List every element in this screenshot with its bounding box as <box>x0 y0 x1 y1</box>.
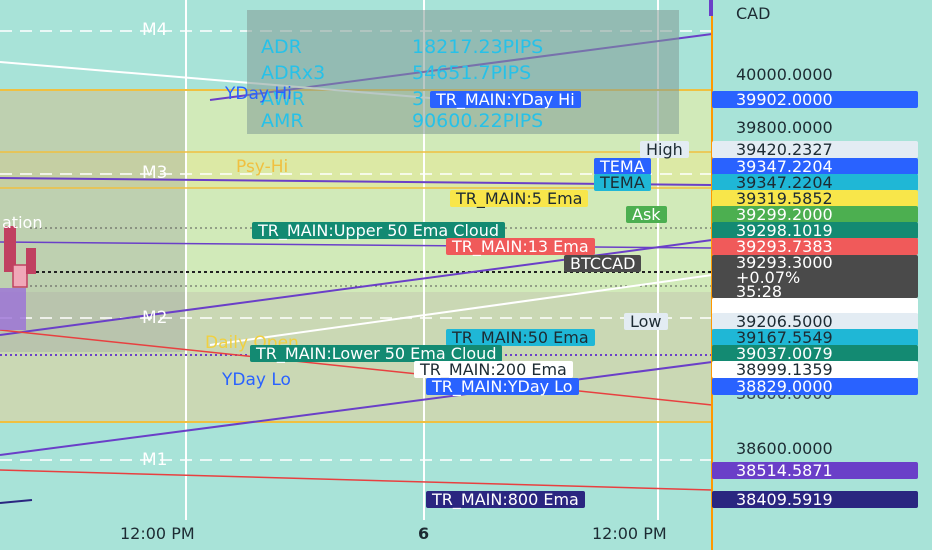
adr-label: ADR <box>261 36 302 58</box>
y-tick: 39800.0000 <box>736 118 833 137</box>
tag-low: Low <box>624 313 668 330</box>
price-5-ema: 39319.5852 <box>712 190 918 207</box>
trend-line-purple-low <box>0 361 713 456</box>
tag-lower-cloud: TR_MAIN:Lower 50 Ema Cloud <box>250 345 503 362</box>
tag-high: High <box>640 141 689 158</box>
price-last: 39293.3000 +0.07% 35:28 <box>712 253 918 301</box>
price-800-ema: 38409.5919 <box>712 491 918 508</box>
candles-shade <box>0 90 185 352</box>
candle <box>4 226 16 272</box>
candle <box>26 248 36 274</box>
tag-13-ema: TR_MAIN:13 Ema <box>446 238 595 255</box>
volume-bar <box>0 288 26 330</box>
psy-hi-label: Psy-Hi <box>236 157 289 177</box>
x-tick: 12:00 PM <box>120 524 195 543</box>
tag-upper-cloud: TR_MAIN:Upper 50 Ema Cloud <box>252 222 505 239</box>
amr-label: AMR <box>261 110 304 132</box>
tag-symbol: BTCCAD <box>564 255 642 272</box>
trend-line-blue-low <box>0 499 33 504</box>
price-200-ema: 38999.1359 <box>712 361 918 378</box>
amr-value: 90600.22PIPS <box>412 110 544 132</box>
trend-line-red-low <box>0 469 713 491</box>
price-purple-tag: 38514.5871 <box>712 462 918 479</box>
awr-label: AWR <box>261 88 305 110</box>
price-axis-top-mark <box>709 0 713 16</box>
tag-tema-2: TEMA <box>594 174 651 191</box>
price-tema: 39347.2204 <box>712 158 918 175</box>
tag-tema: TEMA <box>594 158 651 175</box>
m1-label: M1 <box>142 450 168 470</box>
tag-200-ema: TR_MAIN:200 Ema <box>414 361 573 378</box>
x-tick: 6 <box>418 524 430 543</box>
price-lower-cloud: 39037.0079 <box>712 345 918 362</box>
adr-value: 18217.23PIPS <box>412 36 544 58</box>
tag-50-ema: TR_MAIN:50 Ema <box>446 329 595 346</box>
stats-panel: ADR 18217.23PIPS ADRx3 54651.7PIPS AWR 3… <box>247 10 679 134</box>
price-yday-lo: 38829.0000 <box>712 378 918 395</box>
y-tick: 38600.0000 <box>736 439 833 458</box>
tag-yday-lo: TR_MAIN:YDay Lo <box>426 378 579 395</box>
price-ask: 39299.2000 <box>712 206 918 223</box>
tag-800-ema: TR_MAIN:800 Ema <box>426 491 585 508</box>
awr-value: 3 <box>412 88 425 110</box>
price-tema-2: 39347.2204 <box>712 174 918 191</box>
currency-label: CAD <box>736 4 771 23</box>
tag-5-ema: TR_MAIN:5 Ema <box>450 190 589 207</box>
price-low: 39206.5000 <box>712 313 918 330</box>
partial-label: ation <box>2 213 43 232</box>
m4-label: M4 <box>142 20 168 40</box>
trend-line-red <box>0 329 713 406</box>
m2-label: M2 <box>142 308 168 328</box>
yday-lo-label: YDay Lo <box>222 370 291 390</box>
price-upper-cloud: 39298.1019 <box>712 222 918 239</box>
adrx3-label: ADRx3 <box>261 62 326 84</box>
tag-ask: Ask <box>626 206 667 223</box>
price-last-value: 39293.3000 <box>736 253 833 272</box>
price-countdown: 35:28 <box>736 282 783 301</box>
candle <box>12 264 28 288</box>
price-last-change: +0.07% <box>736 267 801 287</box>
y-tick: 40000.0000 <box>736 65 833 84</box>
tema-line <box>0 177 713 186</box>
tag-yday-hi: TR_MAIN:YDay Hi <box>430 91 581 108</box>
price-high: 39420.2327 <box>712 141 918 158</box>
price-blank-tag <box>712 298 918 315</box>
adrx3-value: 54651.7PIPS <box>412 62 532 84</box>
price-50-ema: 39167.5549 <box>712 329 918 346</box>
trend-line-white-mid <box>209 274 713 346</box>
m3-label: M3 <box>142 163 168 183</box>
x-tick: 12:00 PM <box>592 524 667 543</box>
price-13-ema: 39293.7383 <box>712 238 918 255</box>
yday-hi-label: YDay Hi <box>225 84 292 104</box>
price-yday-hi: 39902.0000 <box>712 91 918 108</box>
